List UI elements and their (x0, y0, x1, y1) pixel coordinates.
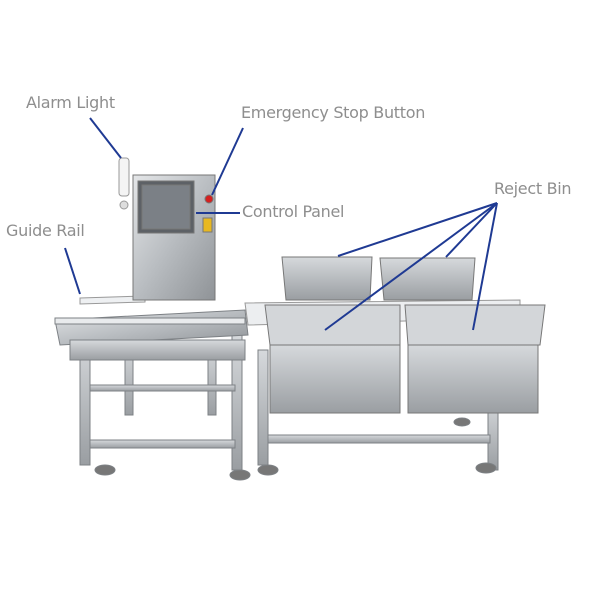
alarm-light (118, 157, 130, 210)
alarm-light-leader (89, 117, 122, 159)
power-switch (202, 217, 213, 233)
infeed-conveyor (54, 309, 249, 361)
left-frame (79, 334, 251, 481)
reject-bin-label: Reject Bin (494, 179, 572, 198)
guide-rail (79, 295, 146, 305)
leader-lines (64, 117, 498, 331)
emergency-stop-leader (211, 127, 244, 196)
alarm-light-label: Alarm Light (26, 93, 115, 112)
emergency-stop-button (204, 194, 214, 204)
guide-rail-leader (64, 247, 81, 295)
back-reject-bins (281, 256, 476, 301)
guide-rail-label: Guide Rail (6, 221, 85, 240)
control-cabinet (132, 174, 216, 301)
emergency-stop-label: Emergency Stop Button (241, 103, 426, 122)
right-frame (257, 349, 499, 476)
control-panel-label: Control Panel (242, 202, 345, 221)
reject-bin-leaders (324, 202, 498, 331)
